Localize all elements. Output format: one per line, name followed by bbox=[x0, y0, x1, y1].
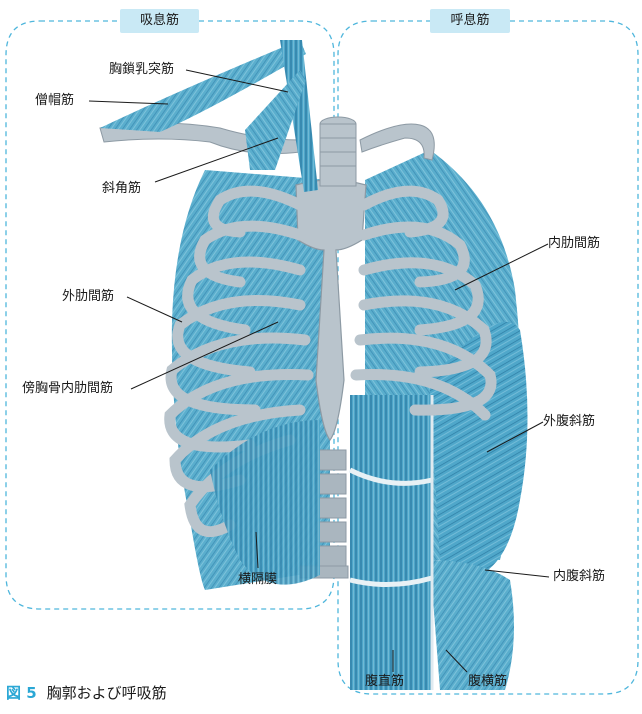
expiratory-muscles-tag: 呼息筋 bbox=[430, 9, 510, 33]
trachea bbox=[320, 117, 356, 186]
figure-title: 胸郭および呼吸筋 bbox=[47, 684, 167, 702]
internal-oblique-muscle bbox=[430, 560, 514, 690]
figure-number: 図 5 bbox=[6, 684, 37, 702]
rectus-abdominis-muscle bbox=[350, 395, 432, 690]
label-external-oblique: 外腹斜筋 bbox=[543, 414, 595, 430]
label-rectus-abdominis: 腹直筋 bbox=[365, 674, 404, 690]
figure-caption: 図 5 胸郭および呼吸筋 bbox=[6, 682, 167, 703]
inspiratory-muscles-tag: 吸息筋 bbox=[120, 9, 199, 33]
label-sternocleidomastoid: 胸鎖乳突筋 bbox=[109, 62, 174, 78]
label-trapezius: 僧帽筋 bbox=[35, 93, 74, 109]
label-external-intercostal: 外肋間筋 bbox=[62, 289, 114, 305]
label-scalene: 斜角筋 bbox=[102, 181, 141, 197]
label-diaphragm: 横隔膜 bbox=[238, 572, 277, 588]
label-transversus-abdominis: 腹横筋 bbox=[468, 674, 507, 690]
label-internal-oblique: 内腹斜筋 bbox=[553, 569, 605, 585]
label-parasternal-intercostal: 傍胸骨内肋間筋 bbox=[22, 381, 113, 397]
label-internal-intercostal: 内肋間筋 bbox=[548, 236, 600, 252]
